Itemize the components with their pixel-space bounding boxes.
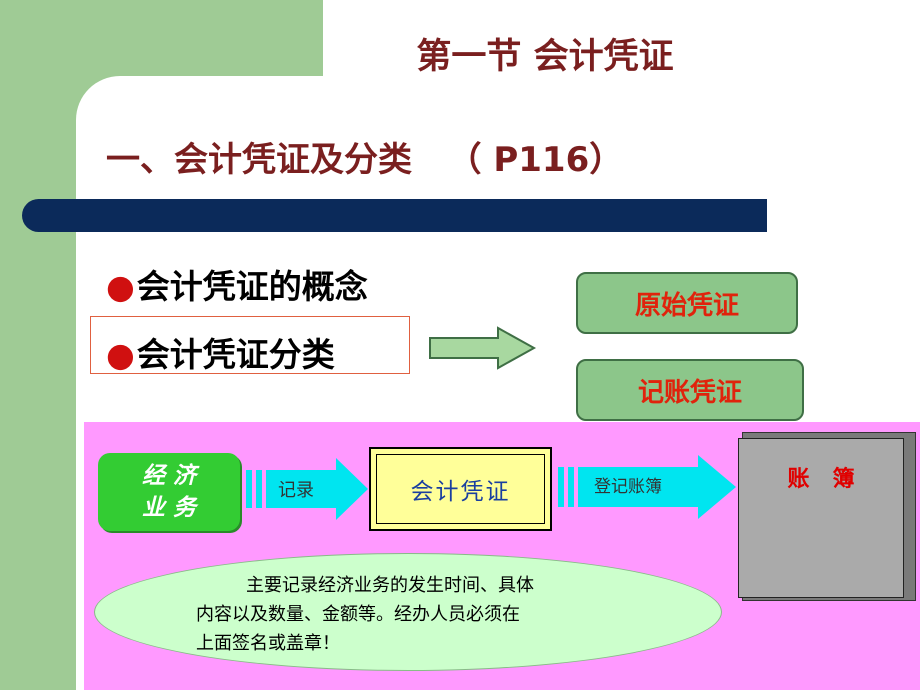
right-arrow-icon (429, 326, 537, 370)
accounting-voucher-box: 会计凭证 (369, 447, 552, 531)
ledger-book: 账 簿 (738, 438, 904, 598)
note-line-2: 内容以及数量、金额等。经办人员必须在 (196, 604, 520, 625)
original-voucher-box: 原始凭证 (576, 272, 798, 334)
record-arrow-icon (246, 458, 368, 520)
record-arrow-label: 记录 (278, 480, 314, 501)
accounting-voucher-label: 会计凭证 (376, 454, 545, 524)
note-bubble (94, 553, 722, 671)
slide-title: 第一节 会计凭证 (416, 37, 674, 77)
post-ledger-arrow-label: 登记账簿 (594, 477, 662, 497)
business-line-1: 经 济 (141, 462, 196, 489)
bookkeeping-voucher-box: 记账凭证 (576, 359, 804, 421)
divider-bar (22, 199, 767, 232)
post-ledger-arrow-icon (558, 455, 736, 519)
note-line-1: 主要记录经济业务的发生时间、具体 (246, 575, 534, 596)
business-transaction-box: 经 济 业 务 (98, 453, 240, 531)
note-line-3: 上面签名或盖章！ (196, 633, 340, 654)
bullet-concept-text: 会计凭证的概念 (136, 267, 368, 306)
bullet-dot-icon: ● (106, 267, 135, 306)
bullet-highlight-frame (90, 316, 410, 374)
bullet-dot-icon: ● (106, 335, 135, 374)
bullet-classification: ●会计凭证分类 (106, 328, 335, 376)
bullet-concept: ●会计凭证的概念 (106, 260, 368, 308)
business-line-2: 业 务 (141, 494, 196, 521)
bullet-classification-text: 会计凭证分类 (136, 335, 335, 374)
section-subtitle: 一、会计凭证及分类 （ P116） (106, 140, 624, 180)
